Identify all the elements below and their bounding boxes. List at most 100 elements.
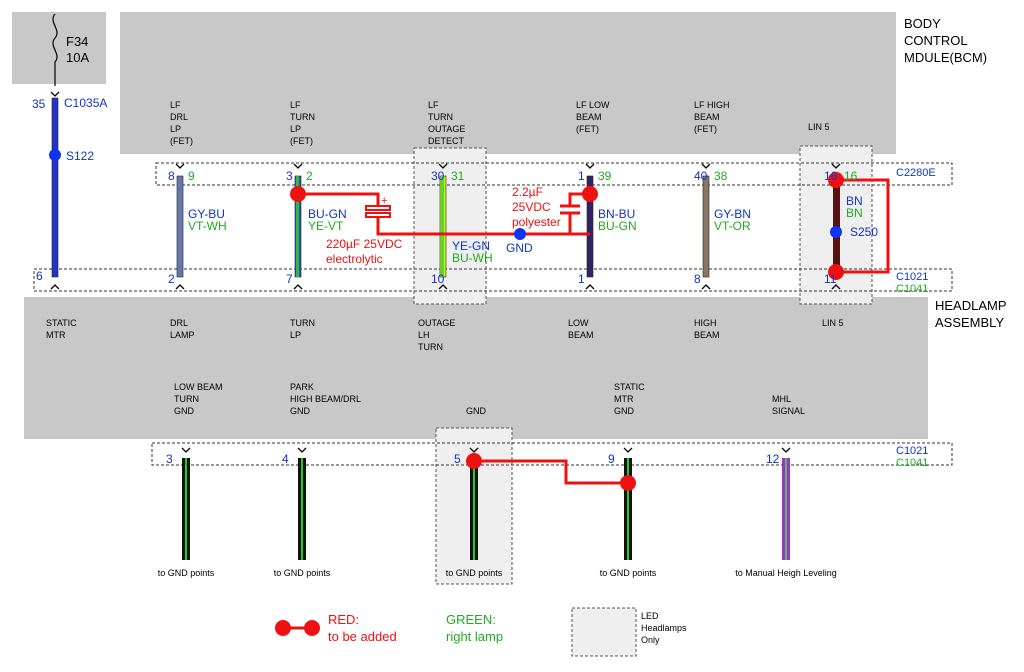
pin-label: 1 — [578, 272, 585, 286]
wire-bottom-stripe — [185, 458, 187, 560]
arrow-down-icon — [469, 447, 479, 453]
connector-label-c1041-lower: C1041 — [896, 457, 928, 469]
fuse-block — [12, 12, 106, 84]
headlamp-pin-label-low: BEAM — [568, 330, 594, 340]
arrow-up-icon — [831, 284, 841, 290]
headlamp-title: ASSEMBLY — [935, 315, 1004, 330]
wire-highlight — [296, 176, 299, 277]
legend-led-box — [571, 607, 637, 657]
headlamp-pin-label-static: MTR — [46, 330, 66, 340]
bcm-circuit-label-lf-turn: LF — [290, 100, 301, 110]
legend-led-label: LED — [641, 611, 659, 621]
pin-label: 30 — [431, 169, 445, 183]
arrow-down-icon — [623, 447, 633, 453]
arrow-up-icon — [50, 284, 60, 290]
headlamp-pin-label-static: STATIC — [46, 318, 77, 328]
splice-label-s250: S250 — [850, 225, 878, 239]
pin-label: 3 — [286, 169, 293, 183]
bcm-title: BODY — [904, 16, 941, 31]
destination-label: to GND points — [158, 568, 215, 578]
arrow-down-icon — [175, 163, 185, 169]
polarity-mark: + — [381, 195, 387, 207]
bottom-circuit-label-mhl: MHL — [772, 394, 791, 404]
wire-code-green: BU-GN — [598, 219, 637, 233]
arrow-down-icon — [297, 447, 307, 453]
destination-label: to GND points — [446, 568, 503, 578]
arrow-up-icon — [438, 284, 448, 290]
bcm-circuit-label-lin5-top: LIN 5 — [808, 122, 830, 132]
pin-label: 7 — [286, 272, 293, 286]
arrow-down-icon — [50, 91, 60, 97]
headlamp-pin-label-drl: LAMP — [170, 330, 195, 340]
headlamp-pin-label-turn: LP — [290, 330, 301, 340]
red-dot — [620, 475, 636, 491]
splice-dot — [49, 149, 61, 161]
pin-label: 12 — [766, 452, 780, 466]
capacitor-symbol — [365, 205, 391, 211]
wire-code-green: BU-WH — [452, 251, 493, 265]
connector-label-c2280e: C2280E — [896, 167, 936, 179]
bcm-circuit-label-lf-turn: LP — [290, 124, 301, 134]
fuse-symbol — [52, 13, 58, 86]
headlamp-pin-label-outage: LH — [418, 330, 430, 340]
wire-code-green: VT-WH — [188, 219, 227, 233]
bcm-circuit-label-lf-drl: (FET) — [170, 136, 193, 146]
pin-label: 2 — [168, 272, 175, 286]
wire-bottom-stripe — [785, 458, 787, 560]
pin-label: 8 — [168, 169, 175, 183]
red-dot — [290, 186, 306, 202]
red-wire — [836, 178, 890, 274]
pin-label: 40 — [694, 169, 708, 183]
wire — [51, 97, 59, 278]
connector-label-c1021: C1021 — [896, 271, 928, 283]
capacitor-label-2: polyester — [512, 215, 561, 229]
legend-red-desc: to be added — [328, 629, 397, 644]
arrow-down-icon — [701, 163, 711, 169]
legend-red-dot — [275, 620, 291, 636]
arrow-down-icon — [181, 447, 191, 453]
connector-label-c1041: C1041 — [896, 283, 928, 295]
bcm-circuit-label-lf-turn-outage: TURN — [428, 112, 453, 122]
red-dot — [466, 453, 482, 469]
wire-code-blue: BN-BU — [598, 207, 635, 221]
wire — [176, 175, 184, 278]
gnd-node — [514, 228, 526, 240]
bottom-circuit-label-smg: STATIC — [614, 382, 645, 392]
wire-code-blue: GY-BU — [188, 207, 225, 221]
arrow-up-icon — [293, 284, 303, 290]
led-box-outage — [413, 147, 487, 305]
splice-dot — [830, 226, 842, 238]
destination-label: to Manual Heigh Leveling — [735, 568, 837, 578]
wire-highlight — [441, 176, 444, 277]
pin-label: 9 — [188, 169, 195, 183]
capacitor-label-2: 2.2µF — [512, 185, 543, 199]
wire-code-blue: BN — [846, 194, 863, 208]
pin-label: 4 — [282, 452, 289, 466]
headlamp-title: HEADLAMP — [935, 298, 1007, 313]
connector-label-c1035a: C1035A — [64, 96, 107, 110]
bcm-circuit-label-lf-high: (FET) — [694, 124, 717, 134]
bottom-circuit-label-phbd: HIGH BEAM/DRL — [290, 394, 361, 404]
wire-code-blue: GY-BN — [714, 207, 751, 221]
wire-code-green: BN — [846, 206, 863, 220]
red-wire — [474, 459, 628, 485]
wire-bottom-stripe — [473, 458, 475, 560]
bottom-circuit-label-mhl: SIGNAL — [772, 406, 805, 416]
arrow-down-icon — [585, 163, 595, 169]
legend-green-title: GREEN: — [446, 612, 496, 627]
pin-label: 3 — [166, 452, 173, 466]
wire-bottom-stripe — [627, 458, 629, 560]
pin-label: 38 — [714, 169, 728, 183]
bcm-circuit-label-lf-drl: LP — [170, 124, 181, 134]
bottom-circuit-label-gnd: GND — [466, 406, 487, 416]
pin-label: 1 — [578, 169, 585, 183]
bcm-block — [120, 12, 896, 154]
bcm-circuit-label-lf-high: BEAM — [694, 112, 720, 122]
pin-label: 11 — [824, 272, 837, 286]
connector-label-c1021-lower: C1021 — [896, 445, 928, 457]
capacitor-symbol — [365, 212, 391, 218]
pin-label: 16 — [844, 169, 858, 183]
pin-label: 10 — [431, 272, 445, 286]
headlamp-pin-label-drl: DRL — [170, 318, 188, 328]
arrow-up-icon — [175, 284, 185, 290]
